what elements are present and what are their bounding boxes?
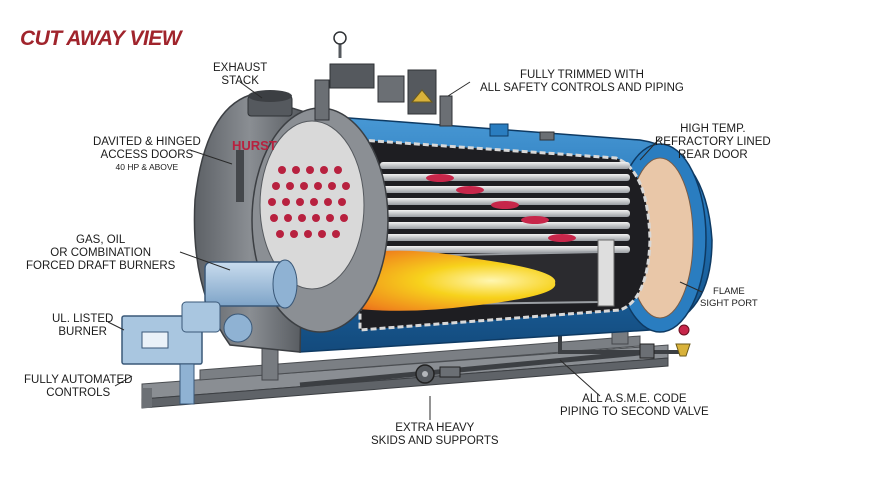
label-ul-burner: UL. LISTED BURNER	[52, 313, 114, 338]
label-access-doors: DAVITED & HINGED ACCESS DOORS 40 HP & AB…	[93, 136, 201, 172]
leader-lines	[107, 81, 703, 420]
asme-piping	[299, 335, 680, 388]
page-title: CUT AWAY VIEW	[20, 27, 182, 50]
front-head: HURST	[193, 90, 389, 353]
cutaway-interior	[300, 138, 652, 332]
burner-assembly	[121, 259, 298, 405]
label-safety-controls: FULLY TRIMMED WITH ALL SAFETY CONTROLS A…	[480, 69, 684, 94]
brand-mark: HURST	[232, 138, 277, 153]
flame-sight-port	[678, 324, 690, 336]
top-trim-controls	[314, 31, 555, 141]
label-burners: GAS, OIL OR COMBINATION FORCED DRAFT BUR…	[26, 234, 176, 272]
label-skids: EXTRA HEAVY SKIDS AND SUPPORTS	[371, 422, 499, 447]
label-rear-door: HIGH TEMP. REFRACTORY LINED REAR DOOR	[655, 123, 771, 161]
pressure-gauge-icon	[333, 31, 347, 45]
tube-sheet-holes	[268, 166, 350, 238]
valve-icon	[410, 89, 434, 103]
fire-tubes	[380, 162, 630, 253]
label-automated-controls: FULLY AUTOMATED CONTROLS	[24, 374, 133, 399]
label-asme-piping: ALL A.S.M.E. CODE PIPING TO SECOND VALVE	[560, 393, 709, 418]
label-flame-port: FLAME SIGHT PORT	[700, 286, 758, 309]
label-exhaust-stack: EXHAUST STACK	[213, 62, 268, 87]
